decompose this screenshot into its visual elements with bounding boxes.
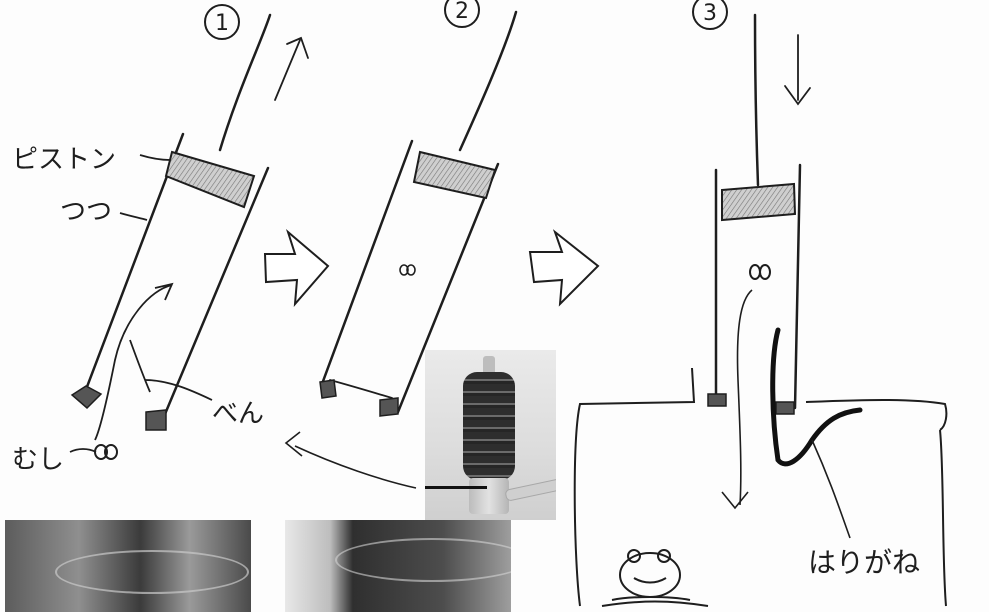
tube-3-right-wall: [795, 165, 800, 408]
up-arrow-1: [275, 40, 300, 100]
wire-valve-opener: [773, 330, 860, 464]
label-insect: むし: [12, 445, 64, 475]
step-1-number: 1: [205, 5, 239, 39]
step-arrow-2-icon: [530, 232, 598, 304]
insect-3-icon: [750, 265, 770, 279]
piston-rod-2: [460, 12, 516, 150]
step-3-label: 3: [703, 1, 717, 26]
tube-2-left-wall: [322, 141, 412, 384]
photo-air-pump: [425, 350, 556, 520]
valve-3-left: [708, 394, 726, 406]
valve-3-right: [776, 402, 794, 414]
piston-3: [722, 184, 795, 220]
pump-tube: [504, 478, 556, 502]
pump-wire: [425, 486, 487, 489]
step-1-label: 1: [215, 11, 229, 36]
label-tube: つつ: [60, 197, 112, 227]
step-arrow-1-icon: [265, 232, 328, 304]
valve-1-right: [146, 410, 166, 430]
insect-path-arrow-3: [738, 290, 752, 505]
tube-1-right-wall: [160, 168, 268, 426]
valve-2-right: [380, 398, 398, 416]
step-2-number: 2: [445, 0, 479, 27]
pump-base: [469, 478, 509, 514]
photo-tube-closeup-1: [5, 520, 251, 612]
leader-valve-1: [130, 340, 150, 392]
piston-rod-3: [755, 15, 758, 185]
insect-2-icon: [400, 265, 415, 275]
insect-1-icon: [95, 445, 117, 459]
tube-2-bottom: [330, 380, 392, 398]
photo-tube-closeup-2: [285, 520, 511, 612]
label-wire: はりがね: [808, 546, 920, 579]
step-3-number: 3: [693, 0, 727, 29]
frog-icon: [602, 550, 708, 606]
leader-wire: [812, 440, 850, 538]
tube-1: [82, 15, 308, 426]
valve-2-left: [320, 380, 336, 398]
pump-bellows: [463, 372, 515, 480]
label-piston: ピストン: [12, 145, 116, 175]
step-2-label: 2: [455, 0, 469, 24]
valve-1-left: [72, 386, 101, 408]
piston-2: [414, 152, 495, 198]
leader-tube: [120, 213, 147, 220]
leader-piston: [140, 155, 170, 160]
label-valve: べん: [212, 399, 264, 429]
piston-1: [166, 152, 254, 207]
photo-pointer-arrow: [295, 446, 416, 488]
